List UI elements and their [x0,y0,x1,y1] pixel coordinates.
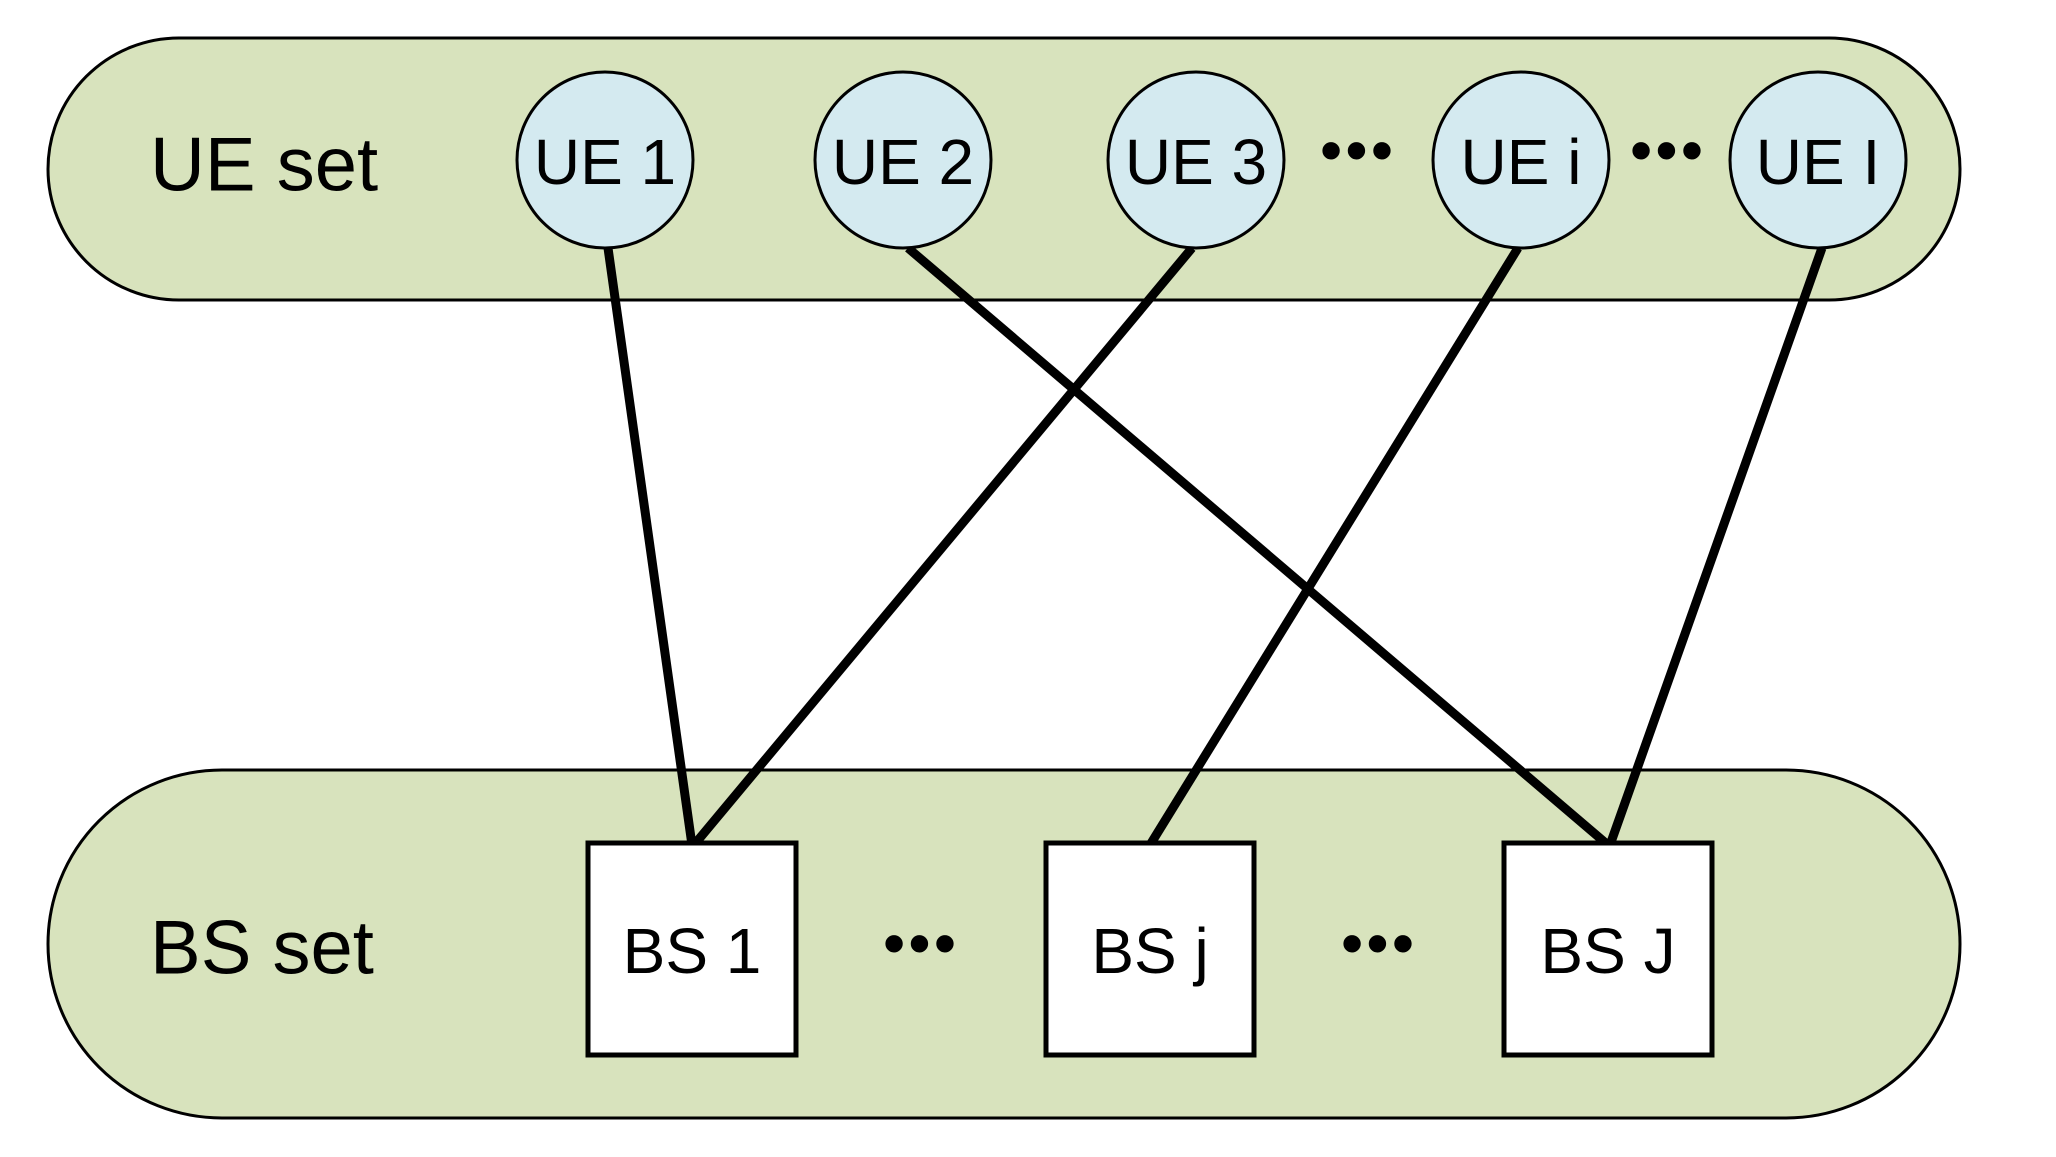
edge-ueI-bsJ[interactable] [1605,246,1827,847]
bs-node-label: BS j [1091,915,1208,987]
edge-group [603,244,1827,849]
bs-node-group: BS 1 BS j BS J [585,840,1715,1058]
ue-ellipsis-icon: ••• [1630,114,1706,186]
ue-node-1[interactable]: UE 1 [515,70,695,250]
bs-node-j[interactable]: BS j [1043,840,1257,1058]
ue-node-circle[interactable] [813,70,993,250]
ue-node-2[interactable]: UE 2 [813,70,993,250]
bs-node-1[interactable]: BS 1 [585,840,799,1058]
ue-node-group: UE 1 UE 2 UE 3 UE i UE I [515,70,1908,250]
edge-ue3-bs1[interactable] [690,245,1196,848]
edge-uei-bsj[interactable] [1146,245,1522,848]
ue-node-label: UE 3 [1125,126,1267,198]
bs-node-box[interactable] [1043,840,1257,1058]
ue-node-label: UE 1 [534,126,676,198]
ue-node-i[interactable]: UE i [1431,70,1611,250]
bs-node-label: BS J [1540,915,1675,987]
ue-node-I[interactable]: UE I [1728,70,1908,250]
edge-ue2-bsJ[interactable] [905,244,1611,849]
bs-node-box[interactable] [585,840,799,1058]
bs-node-box[interactable] [1501,840,1715,1058]
ue-node-circle[interactable] [1431,70,1611,250]
bs-set-label: BS set [150,906,374,991]
ue-node-3[interactable]: UE 3 [1106,70,1286,250]
ue-set-label: UE set [150,123,378,208]
ue-node-label: UE i [1461,126,1582,198]
bs-node-J[interactable]: BS J [1501,840,1715,1058]
bs-set-container [46,768,1962,1120]
ue-node-label: UE I [1756,126,1880,198]
bs-ellipsis-icon: ••• [1341,907,1417,979]
bs-node-label: BS 1 [623,915,762,987]
bs-ellipsis-icon: ••• [883,907,959,979]
ue-node-label: UE 2 [832,126,974,198]
ue-node-circle[interactable] [1728,70,1908,250]
ue-ellipsis-icon: ••• [1320,114,1396,186]
ue-node-circle[interactable] [515,70,695,250]
edge-ue1-bs1[interactable] [603,247,697,846]
ue-node-circle[interactable] [1106,70,1286,250]
